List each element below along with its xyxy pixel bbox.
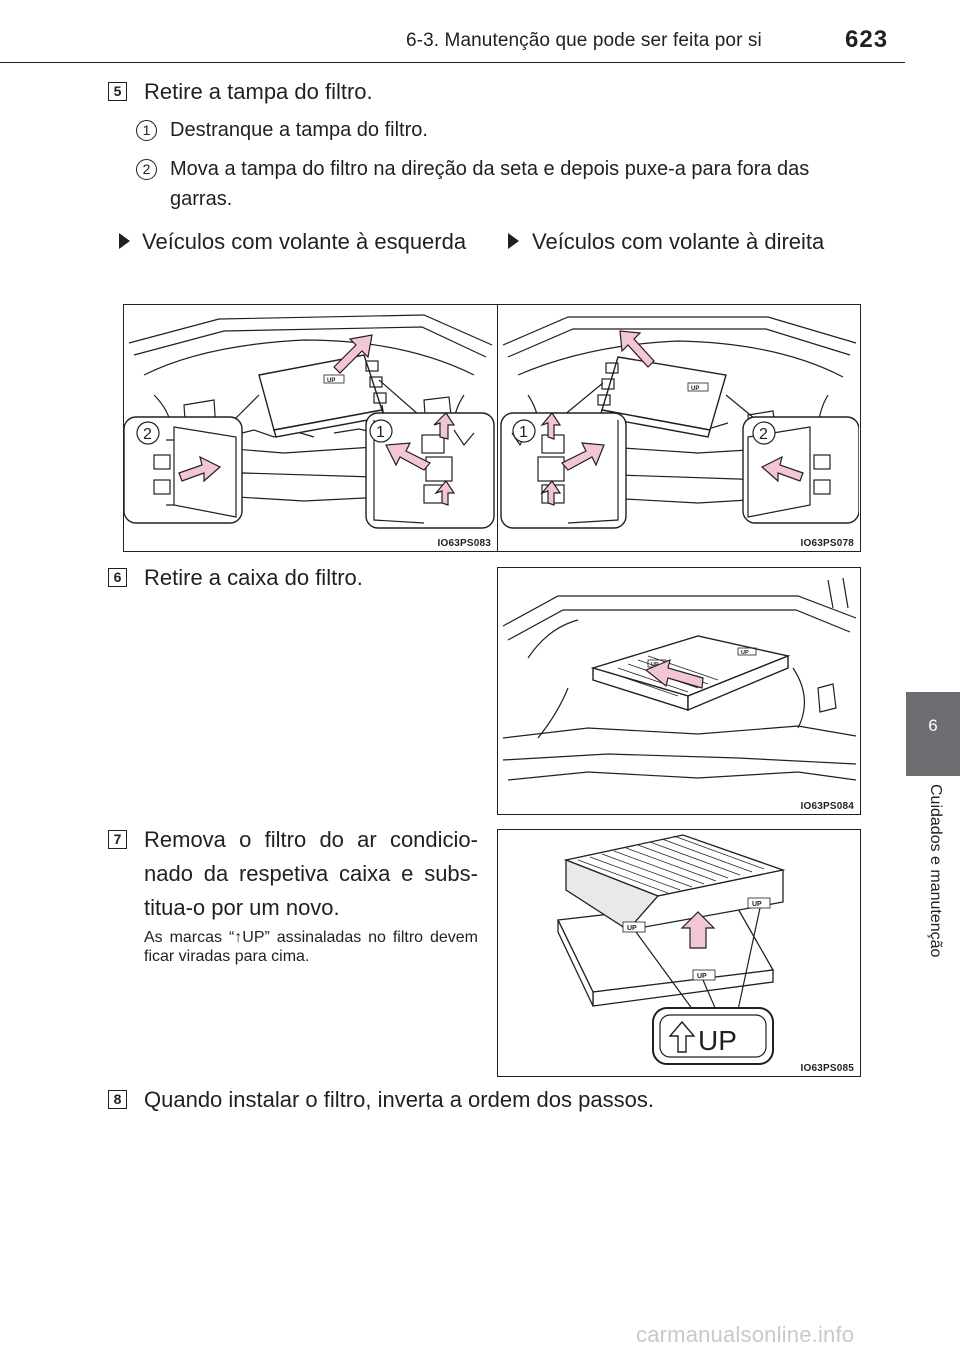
- unlock-arrow-icon: [385, 442, 431, 471]
- chapter-number: 6: [928, 716, 938, 735]
- filter-case-illustration: UP UP: [502, 577, 857, 781]
- substep-number-1: 1: [136, 120, 157, 141]
- step-number-6: 6: [108, 568, 127, 587]
- step-number-7: 7: [108, 830, 127, 849]
- callout-1: 1: [376, 424, 385, 441]
- step-5-text: Retire a tampa do filtro.: [144, 79, 373, 104]
- filter-up-label: UP: [752, 901, 762, 908]
- bullet-arrow-icon: [508, 233, 519, 249]
- unlock-arrow-icon: [561, 442, 605, 471]
- chapter-label: Cuidados e manutenção: [927, 784, 944, 958]
- step-8-text: Quando instalar o filtro, inverta a orde…: [144, 1087, 654, 1112]
- figure-lhd-filter-cover: UP 2 1: [123, 304, 498, 552]
- header-title: 6-3. Manutenção que pode ser feita por s…: [406, 30, 762, 51]
- figure-code: IO63PS083: [435, 538, 493, 549]
- callout-1: 1: [519, 424, 528, 441]
- filter-up-label: UP: [691, 386, 699, 392]
- rhd-illustration: UP 1 2: [500, 316, 860, 529]
- watermark: carmanualsonline.info: [636, 1322, 855, 1347]
- slide-arrow-icon: [760, 455, 804, 483]
- substep-1-text: Destranque a tampa do filtro.: [170, 119, 428, 141]
- pull-out-arrow-icon: [644, 658, 704, 689]
- substep-number-2: 2: [136, 159, 157, 180]
- filter-up-label: UP: [741, 650, 749, 656]
- step-7-text: Remova o filtro do ar condicio-nado da r…: [144, 827, 478, 920]
- callout-2: 2: [143, 426, 152, 443]
- figure-rhd-filter-cover: UP 1 2 IO63PS078: [497, 304, 861, 552]
- page-number: 623: [845, 26, 889, 53]
- figure-code: IO63PS085: [798, 1063, 856, 1074]
- callout-2: 2: [759, 426, 768, 443]
- substep-2-text: Mova a tampa do filtro na direção da set…: [170, 158, 810, 210]
- pull-arrow-icon: [333, 334, 373, 374]
- callout-up-label: UP: [698, 1025, 737, 1056]
- filter-up-label: UP: [327, 378, 335, 384]
- step-7-note: As marcas “↑UP” assinaladas no filtro de…: [144, 929, 478, 965]
- filter-up-label: UP: [627, 925, 637, 932]
- figure-filter-case: UP UP IO63PS084: [497, 567, 861, 815]
- header-rule: [0, 62, 905, 63]
- replace-filter-illustration: UP UP UP UP: [557, 834, 786, 1065]
- variant-right-label: Veículos com volante à direita: [532, 229, 825, 254]
- filter-up-label: UP: [697, 973, 707, 980]
- variant-left-label: Veículos com volante à esquerda: [142, 229, 467, 254]
- step-number-8: 8: [108, 1090, 127, 1109]
- slide-arrow-icon: [178, 455, 222, 483]
- lhd-illustration: UP 2 1: [124, 314, 495, 529]
- chapter-label-wrap: Cuidados e manutenção: [906, 778, 960, 1048]
- figure-code: IO63PS084: [798, 801, 856, 812]
- figure-code: IO63PS078: [798, 538, 856, 549]
- filter-up-label: UP: [651, 662, 659, 668]
- insert-arrow-icon: [680, 911, 716, 949]
- pull-arrow-icon: [619, 330, 655, 368]
- up-arrow-icon: [668, 1020, 696, 1053]
- step-6-text: Retire a caixa do filtro.: [144, 565, 363, 590]
- chapter-tab: [906, 692, 960, 776]
- step-number-5: 5: [108, 82, 127, 101]
- figure-replace-filter: UP UP UP UP IO63PS085: [497, 829, 861, 1077]
- bullet-arrow-icon: [119, 233, 130, 249]
